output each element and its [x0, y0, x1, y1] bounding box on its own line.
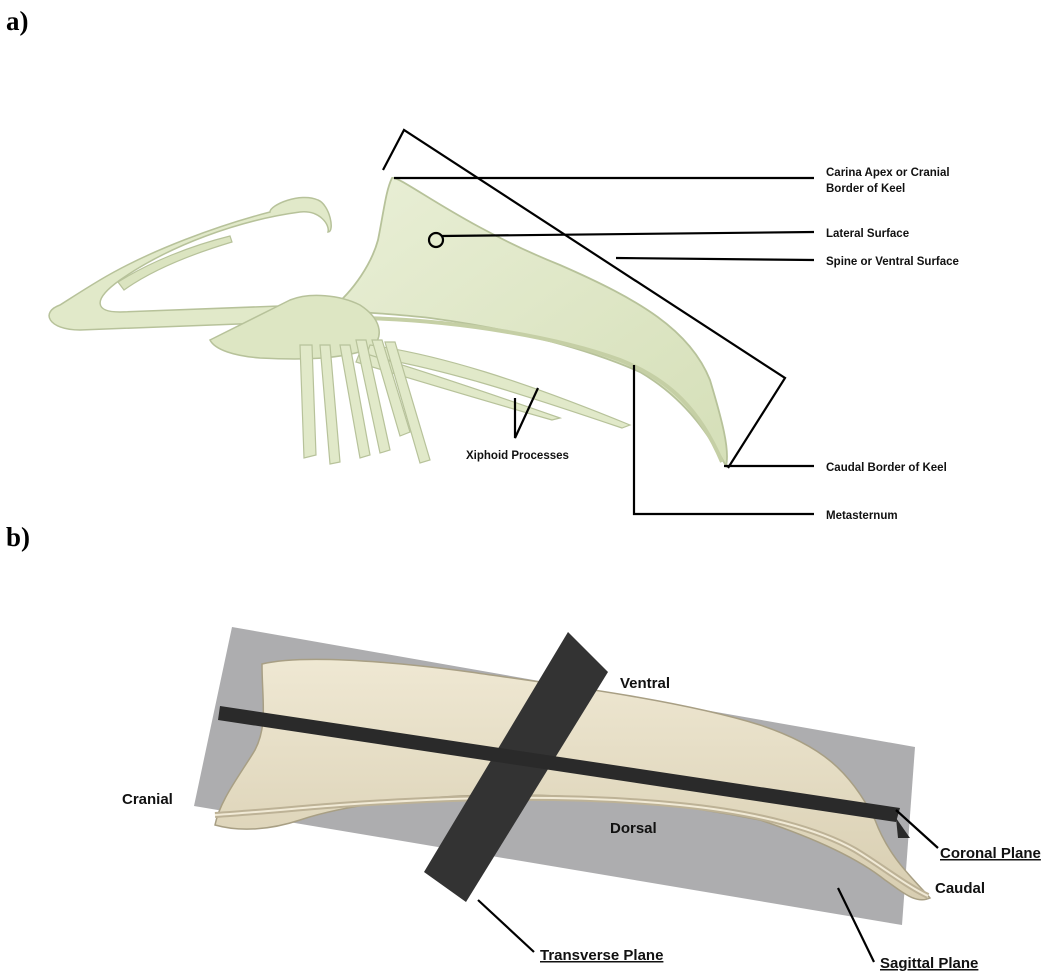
sternum-body	[210, 295, 379, 359]
keel-3d-model	[49, 178, 727, 466]
panel-a-label: a)	[6, 6, 29, 36]
carina-apex-label: Carina Apex or Cranial	[826, 167, 950, 179]
ventral-label: Ventral	[620, 675, 670, 692]
carina-apex-label-line2: Border of Keel	[826, 183, 905, 195]
coronal-plane-label: Coronal Plane	[940, 845, 1041, 862]
panel-b-label: b)	[6, 522, 30, 552]
metasternum-label: Metasternum	[826, 510, 898, 522]
cranial-label: Cranial	[122, 791, 173, 808]
keel-blade	[330, 178, 727, 466]
sagittal-plane-label: Sagittal Plane	[880, 955, 978, 972]
spine-label: Spine or Ventral Surface	[826, 256, 959, 268]
caudal-border-label: Caudal Border of Keel	[826, 462, 947, 474]
caudal-label: Caudal	[935, 880, 985, 897]
keel-3d-model-b	[194, 627, 930, 925]
transverse-plane-label: Transverse Plane	[540, 947, 663, 964]
dorsal-label: Dorsal	[610, 820, 657, 837]
lateral-surface-label: Lateral Surface	[826, 228, 909, 240]
xiphoid-processes-label: Xiphoid Processes	[466, 450, 569, 462]
